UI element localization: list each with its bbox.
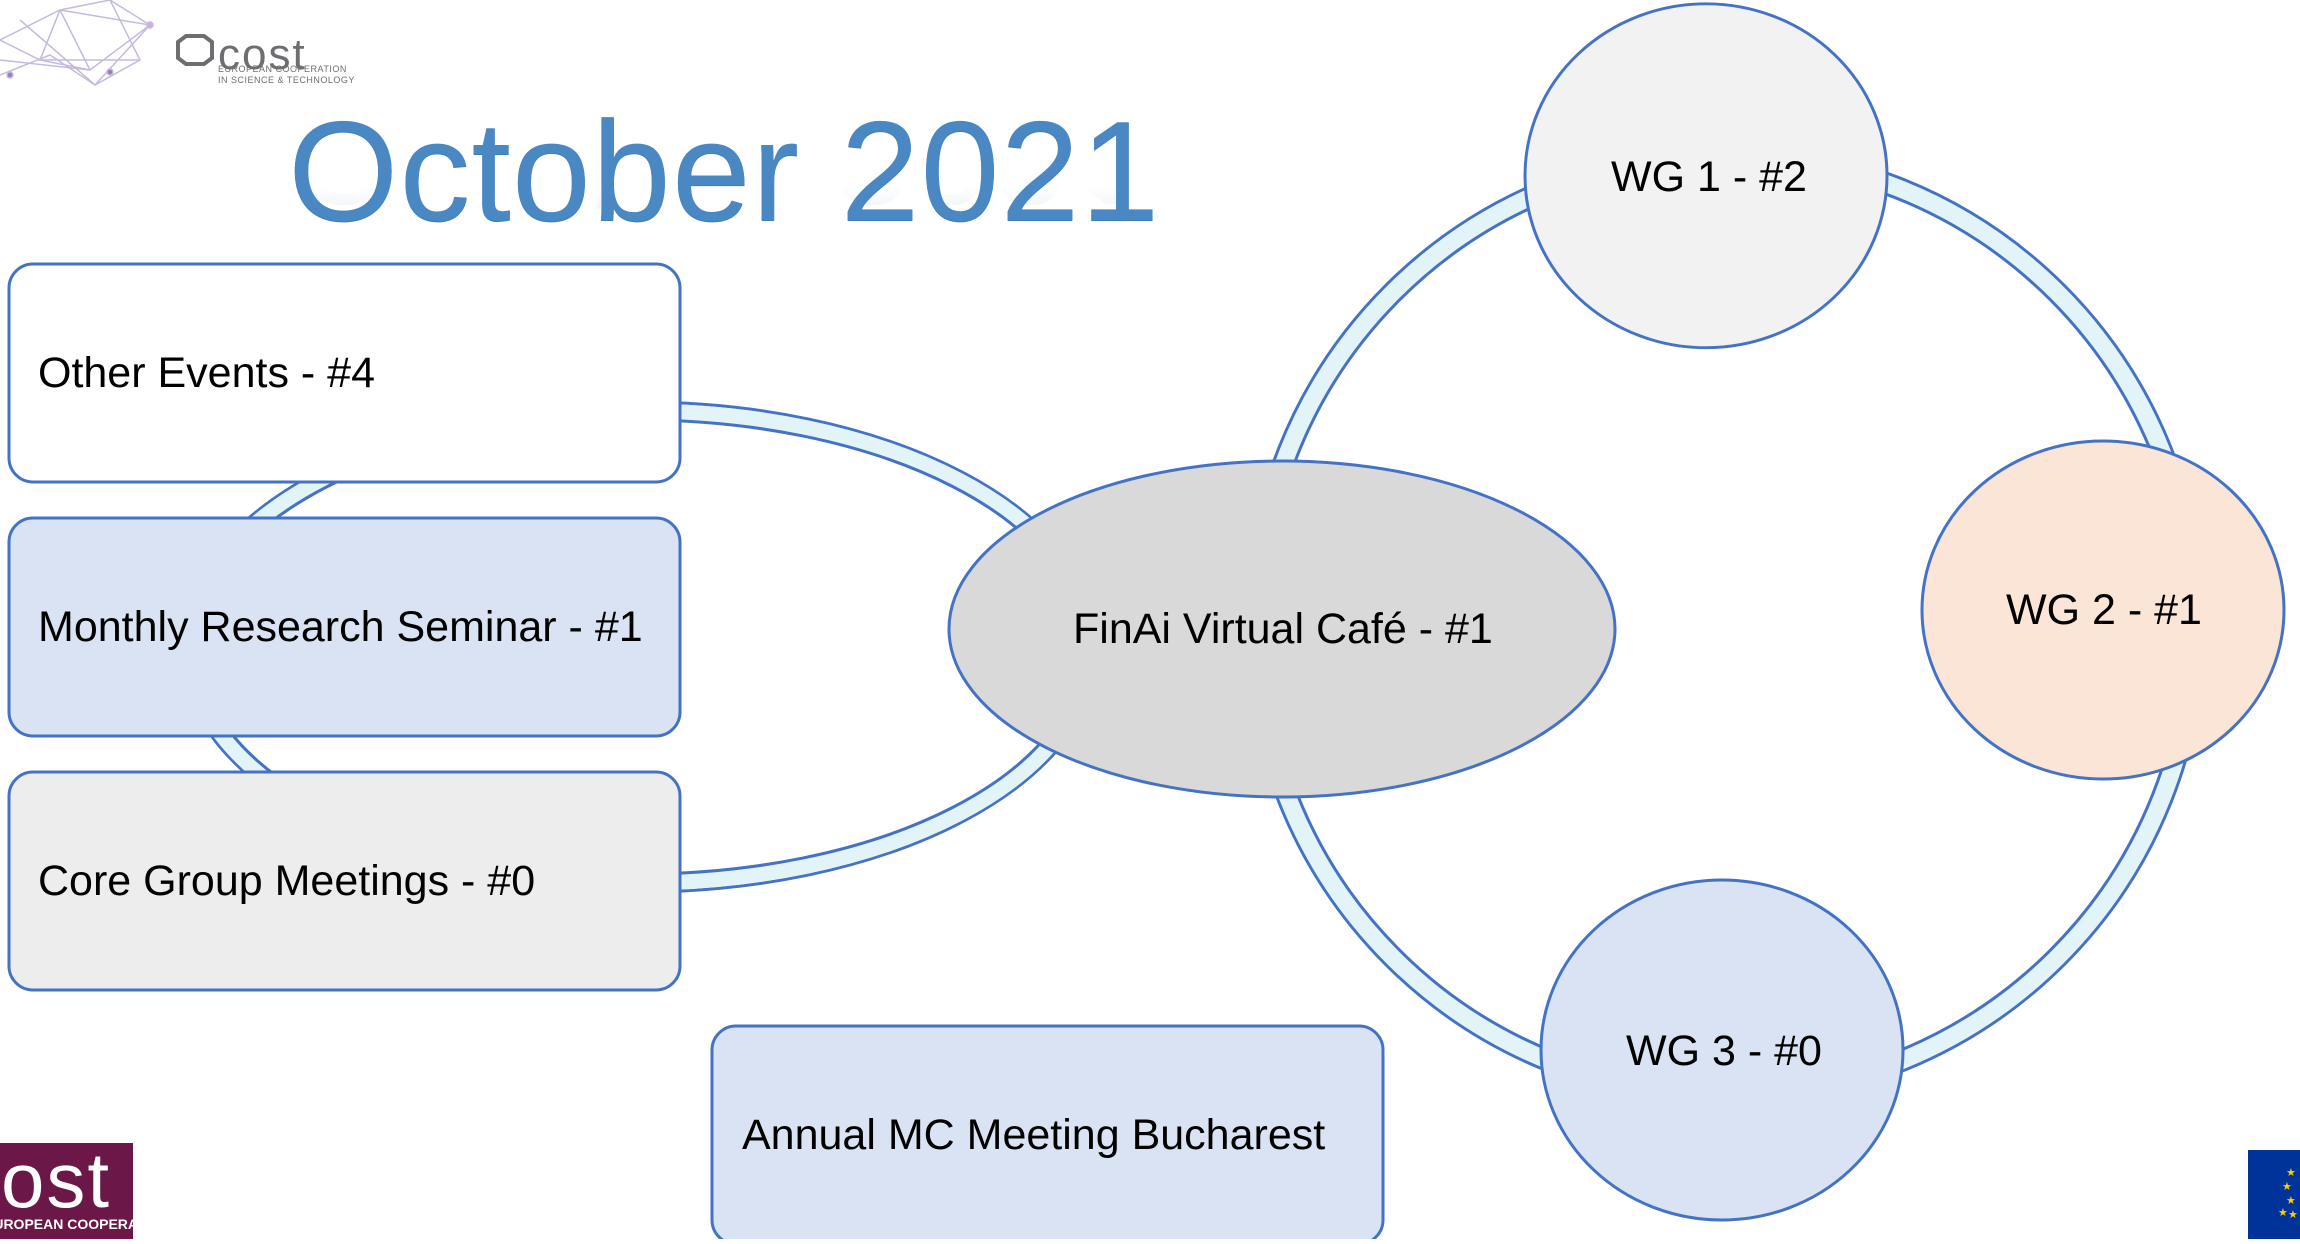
core-group-label: Core Group Meetings - #0	[38, 857, 536, 905]
network-graphic-icon	[0, 0, 154, 87]
core-group-box	[7, 770, 682, 992]
wg1-label: WG 1 - #2	[1611, 153, 1807, 201]
wg2-label: WG 2 - #1	[2006, 586, 2202, 634]
cost-logo-bottom-word: cost	[0, 1143, 112, 1224]
cost-logo-bottom: cost EUROPEAN COOPERATION	[0, 1143, 133, 1239]
cost-tagline-line-1: EUROPEAN COOPERATION	[218, 64, 347, 74]
annual-meeting-label: Annual MC Meeting Bucharest	[742, 1111, 1326, 1159]
cost-logo-top: cost	[218, 30, 307, 79]
cafe-label: FinAi Virtual Café - #1	[1073, 605, 1493, 653]
svg-text:★: ★	[2286, 1194, 2296, 1207]
wg3-label: WG 3 - #0	[1626, 1027, 1822, 1075]
cost-logo-top-tagline: EUROPEAN COOPERATION IN SCIENCE & TECHNO…	[218, 64, 355, 86]
other-events-box	[7, 262, 682, 484]
svg-text:★: ★	[2282, 1180, 2292, 1193]
cost-logo-bottom-tagline: EUROPEAN COOPERATION	[0, 1216, 133, 1232]
monthly-seminar-label: Monthly Research Seminar - #1	[38, 603, 643, 651]
monthly-seminar-box	[7, 516, 682, 738]
eu-stars-icon: ★ ★ ★ ★ ★	[2278, 1166, 2298, 1221]
page-title: October 2021	[288, 92, 1161, 251]
svg-text:★: ★	[2286, 1166, 2296, 1179]
svg-text:★: ★	[2288, 1208, 2298, 1221]
cafe-node	[947, 459, 1617, 799]
cost-tagline-line-2: IN SCIENCE & TECHNOLOGY	[218, 75, 355, 85]
other-events-label: Other Events - #4	[38, 349, 375, 397]
wg2-node	[1920, 439, 2286, 781]
cost-logo-icon	[176, 34, 214, 66]
annual-meeting-box	[710, 1024, 1385, 1239]
wg3-node	[1539, 878, 1905, 1222]
svg-text:★: ★	[2278, 1206, 2288, 1219]
wg1-node	[1523, 2, 1889, 350]
eu-flag-icon: ★ ★ ★ ★ ★	[2248, 1150, 2300, 1239]
